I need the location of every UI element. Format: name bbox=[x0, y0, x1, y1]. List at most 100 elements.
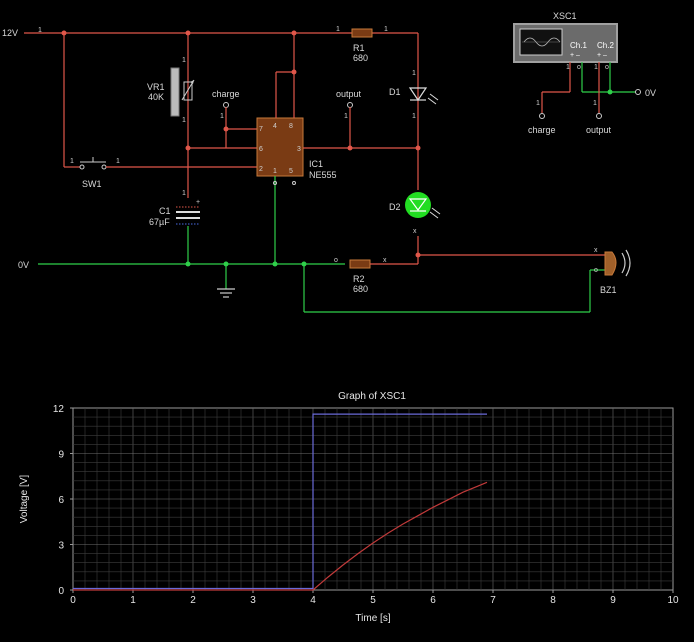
scope-ch1-terminal[interactable] bbox=[539, 113, 545, 119]
svg-text:1: 1 bbox=[593, 100, 597, 107]
svg-text:+: + bbox=[196, 199, 200, 206]
junction-dot bbox=[185, 261, 191, 267]
ground-icon bbox=[217, 264, 235, 298]
led-d1[interactable]: 1 1 bbox=[408, 70, 439, 120]
svg-text:1: 1 bbox=[594, 64, 598, 71]
rail-12v-label: 12V bbox=[2, 28, 18, 38]
x-tick-label: 0 bbox=[70, 595, 76, 606]
x-tick-label: 9 bbox=[610, 595, 616, 606]
svg-text:2: 2 bbox=[259, 166, 263, 173]
scope-ch2-label: output bbox=[586, 125, 612, 135]
svg-text:8: 8 bbox=[289, 123, 293, 130]
svg-text:1: 1 bbox=[182, 57, 186, 64]
r2-name: R2 bbox=[353, 274, 365, 284]
x-tick-label: 2 bbox=[190, 595, 196, 606]
series-line-charge bbox=[73, 481, 488, 591]
x-tick-label: 3 bbox=[250, 595, 256, 606]
svg-text:5: 5 bbox=[289, 168, 293, 175]
x-tick-label: 8 bbox=[550, 595, 556, 606]
series bbox=[73, 413, 488, 591]
svg-text:o: o bbox=[605, 64, 609, 71]
r2-value: 680 bbox=[353, 284, 368, 294]
svg-text:x: x bbox=[594, 247, 598, 254]
svg-text:x: x bbox=[413, 228, 417, 235]
svg-text:1: 1 bbox=[182, 190, 186, 197]
scope-ch2-terminal[interactable] bbox=[596, 113, 602, 119]
resistor-r1[interactable] bbox=[351, 28, 373, 38]
svg-text:1: 1 bbox=[412, 113, 416, 120]
probe-output-terminal[interactable] bbox=[347, 102, 353, 108]
svg-text:4: 4 bbox=[273, 123, 277, 130]
svg-text:3: 3 bbox=[297, 146, 301, 153]
svg-text:6: 6 bbox=[259, 146, 263, 153]
svg-text:Ch.1: Ch.1 bbox=[570, 41, 587, 50]
chart-title: Graph of XSC1 bbox=[338, 391, 406, 402]
d1-label: D1 bbox=[389, 87, 401, 97]
junction-dot bbox=[607, 89, 613, 95]
svg-text:1: 1 bbox=[412, 70, 416, 77]
rail-0v-label: 0V bbox=[18, 260, 29, 270]
svg-text:o: o bbox=[577, 64, 581, 71]
svg-text:Ch.2: Ch.2 bbox=[597, 41, 614, 50]
vr1-value: 40K bbox=[148, 92, 164, 102]
ic1-value: NE555 bbox=[309, 170, 337, 180]
y-tick-label: 12 bbox=[53, 404, 65, 415]
svg-text:x: x bbox=[383, 257, 387, 264]
y-tick-label: 0 bbox=[58, 586, 64, 597]
led-d2[interactable]: x bbox=[405, 192, 441, 235]
vr1-name: VR1 bbox=[147, 82, 165, 92]
svg-text:7: 7 bbox=[259, 126, 263, 133]
probe-charge-label: charge bbox=[212, 89, 240, 99]
svg-text:1: 1 bbox=[273, 168, 277, 175]
svg-text:1: 1 bbox=[536, 100, 540, 107]
c1-value: 67µF bbox=[149, 217, 170, 227]
x-tick-label: 5 bbox=[370, 595, 376, 606]
y-tick-label: 3 bbox=[58, 541, 64, 552]
svg-text:1: 1 bbox=[182, 117, 186, 124]
d2-label: D2 bbox=[389, 202, 401, 212]
circuit-schematic: 12V 1 1 1 SW1 1 1 VR1 bbox=[2, 11, 656, 313]
bz1-label: BZ1 bbox=[600, 285, 617, 295]
scope-name: XSC1 bbox=[553, 11, 577, 21]
ic1-ne555[interactable]: 7 6 2 4 8 3 1 5 bbox=[256, 117, 304, 177]
svg-text:+ –: + – bbox=[597, 52, 607, 59]
junction-dot bbox=[272, 261, 278, 267]
pin-label: 1 bbox=[38, 27, 42, 34]
r1-value: 680 bbox=[353, 53, 368, 63]
probe-output-label: output bbox=[336, 89, 362, 99]
buzzer-bz1[interactable]: x o bbox=[594, 247, 631, 277]
scope-ground-terminal[interactable] bbox=[635, 89, 641, 95]
y-tick-label: 9 bbox=[58, 450, 64, 461]
x-axis-label: Time [s] bbox=[355, 613, 390, 624]
ic1-name: IC1 bbox=[309, 159, 323, 169]
x-tick-label: 10 bbox=[667, 595, 679, 606]
x-tick-label: 1 bbox=[130, 595, 136, 606]
grid bbox=[73, 408, 673, 590]
svg-text:o: o bbox=[334, 257, 338, 264]
svg-text:1: 1 bbox=[220, 113, 224, 120]
scope-ground-label: 0V bbox=[645, 88, 656, 98]
capacitor-c1[interactable]: 1 + bbox=[176, 190, 200, 225]
svg-text:1: 1 bbox=[384, 26, 388, 33]
resistor-r2[interactable] bbox=[349, 259, 371, 269]
svg-text:1: 1 bbox=[566, 64, 570, 71]
x-tick-label: 4 bbox=[310, 595, 316, 606]
svg-text:1: 1 bbox=[344, 113, 348, 120]
y-axis-label: Voltage [V] bbox=[19, 475, 30, 524]
c1-name: C1 bbox=[159, 206, 171, 216]
svg-text:o: o bbox=[594, 267, 598, 274]
y-tick-label: 6 bbox=[58, 495, 64, 506]
r1-name: R1 bbox=[353, 43, 365, 53]
scope-ch1-label: charge bbox=[528, 125, 556, 135]
series-line-output bbox=[73, 413, 487, 590]
x-tick-label: 6 bbox=[430, 595, 436, 606]
probe-charge-terminal[interactable] bbox=[223, 102, 229, 108]
sw1-label: SW1 bbox=[82, 179, 102, 189]
oscilloscope-xsc1[interactable]: Ch.1 Ch.2 + – + – bbox=[513, 23, 618, 63]
svg-text:1: 1 bbox=[70, 158, 74, 165]
potentiometer-vr1[interactable]: 1 1 bbox=[170, 57, 195, 124]
svg-text:+ –: + – bbox=[570, 52, 580, 59]
